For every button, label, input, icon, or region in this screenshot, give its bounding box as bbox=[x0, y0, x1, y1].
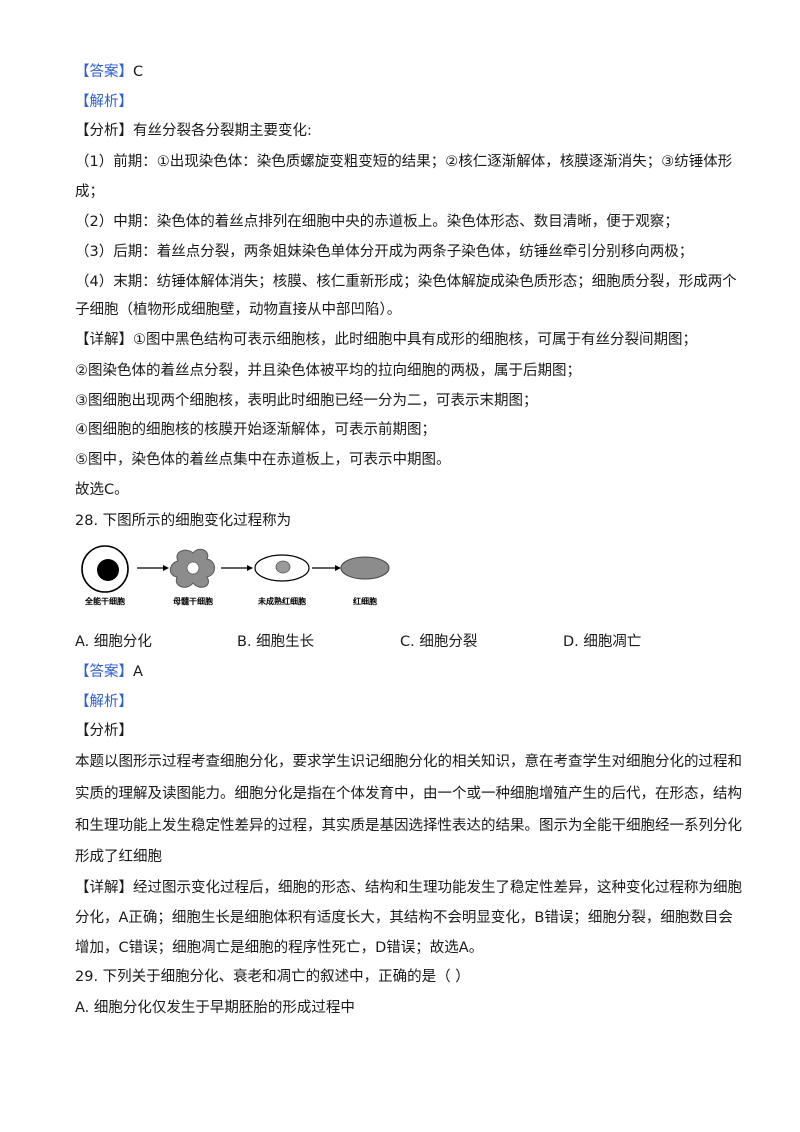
analysis-tag: 【解析】 bbox=[75, 94, 133, 110]
detail-line-1: 【详解】经过图示变化过程后，细胞的形态、结构和生理功能发生了稳定性差异，这种变化… bbox=[75, 880, 742, 896]
phase1-line-b: 成； bbox=[75, 184, 104, 200]
analysis-para-2: 实质的理解及读图能力。细胞分化是指在个体发育中，由一个或一种细胞增殖产生的后代，… bbox=[75, 786, 742, 802]
label-totipotent-stem-cell: 全能干细胞 bbox=[84, 596, 125, 606]
arrow-3-head bbox=[335, 565, 341, 571]
phase4-line-a: （4）末期：纺锤体解体消失；核膜、核仁重新形成；染色体解旋成染色质形态；细胞质分… bbox=[75, 274, 737, 290]
phase3-line: （3）后期：着丝点分裂，两条姐妹染色单体分开成为两条子染色体，纺锤丝牵引分别移向… bbox=[75, 244, 694, 260]
detail-line-2: ②图染色体的着丝点分裂，并且染色体被平均的拉向细胞的两极，属于后期图； bbox=[75, 363, 581, 379]
phase1-line-a: （1）前期：①出现染色体：染色质螺旋变粗变短的结果；②核仁逐渐解体，核膜逐渐消失… bbox=[75, 154, 733, 170]
detail-line-2: 分化，A正确；细胞生长是细胞体积有适度长大，其结构不会明显变化，B错误；细胞分裂… bbox=[75, 910, 733, 926]
conclusion-line: 故选C。 bbox=[75, 482, 129, 498]
q28-option-d[interactable]: D. 细胞凋亡 bbox=[563, 634, 642, 650]
detail-line-5: ⑤图中，染色体的着丝点集中在赤道板上，可表示中期图。 bbox=[75, 452, 451, 468]
q28-option-b[interactable]: B. 细胞生长 bbox=[237, 634, 315, 650]
cell-differentiation-diagram: 全能干细胞 母髓干细胞 未成熟红细胞 红细胞 bbox=[81, 545, 390, 606]
q27-answer-line: 【答案】C bbox=[75, 62, 735, 82]
red-cell-figure bbox=[340, 556, 390, 580]
answer-value: A bbox=[133, 664, 143, 680]
detail-line-3: 增加，C错误；细胞凋亡是细胞的程序性死亡，D错误；故选A。 bbox=[75, 940, 484, 956]
phase2-line: （2）中期：染色体的着丝点排列在细胞中央的赤道板上。染色体形态、数目清晰，便于观… bbox=[75, 214, 679, 230]
q28-option-c[interactable]: C. 细胞分裂 bbox=[400, 634, 478, 650]
answer-tag: 【答案】 bbox=[75, 664, 133, 680]
arrow-2-head bbox=[247, 565, 253, 571]
analysis-para-3: 和生理功能上发生稳定性差异的过程，其实质是基因选择性表达的结果。图示为全能干细胞… bbox=[75, 818, 742, 834]
analysis-head: 【分析】 bbox=[75, 723, 133, 739]
analysis-line: 【分析】有丝分裂各分裂期主要变化: bbox=[75, 123, 312, 139]
detail-line-4: ④图细胞的细胞核的核膜开始逐渐解体，可表示前期图； bbox=[75, 422, 436, 438]
detail-line-3: ③图细胞出现两个细胞核，表明此时细胞已经一分为二，可表示末期图； bbox=[75, 393, 538, 409]
q29-stem: 29. 下列关于细胞分化、衰老和凋亡的叙述中，正确的是（ ） bbox=[75, 969, 470, 985]
marrow-stem-cell-figure bbox=[169, 548, 215, 588]
totipotent-stem-cell-figure bbox=[81, 545, 129, 593]
analysis-tag: 【解析】 bbox=[75, 694, 133, 710]
label-immature-red-cell: 未成熟红细胞 bbox=[257, 596, 306, 606]
q29-option-a[interactable]: A. 细胞分化仅发生于早期胚胎的形成过程中 bbox=[75, 1000, 355, 1016]
analysis-para-4: 形成了红细胞 bbox=[75, 849, 162, 865]
q28-stem: 28. 下图所示的细胞变化过程称为 bbox=[75, 513, 292, 529]
answer-tag: 【答案】 bbox=[75, 64, 133, 80]
detail-line-1: 【详解】①图中黑色结构可表示细胞核，此时细胞中具有成形的细胞核，可属于有丝分裂间… bbox=[75, 332, 697, 348]
label-marrow-stem-cell: 母髓干细胞 bbox=[173, 596, 213, 606]
analysis-para-1: 本题以图形示过程考查细胞分化，要求学生识记细胞分化的相关知识，意在考查学生对细胞… bbox=[75, 754, 742, 770]
immature-red-cell-figure bbox=[254, 554, 310, 582]
q28-option-a[interactable]: A. 细胞分化 bbox=[75, 634, 152, 650]
phase4-line-b: 子细胞（植物形成细胞壁，动物直接从中部凹陷）。 bbox=[75, 302, 402, 318]
answer-value: C bbox=[133, 64, 144, 80]
q28-answer-line: 【答案】A bbox=[75, 662, 735, 682]
arrow-1-head bbox=[163, 565, 169, 571]
label-red-cell: 红细胞 bbox=[353, 596, 377, 606]
